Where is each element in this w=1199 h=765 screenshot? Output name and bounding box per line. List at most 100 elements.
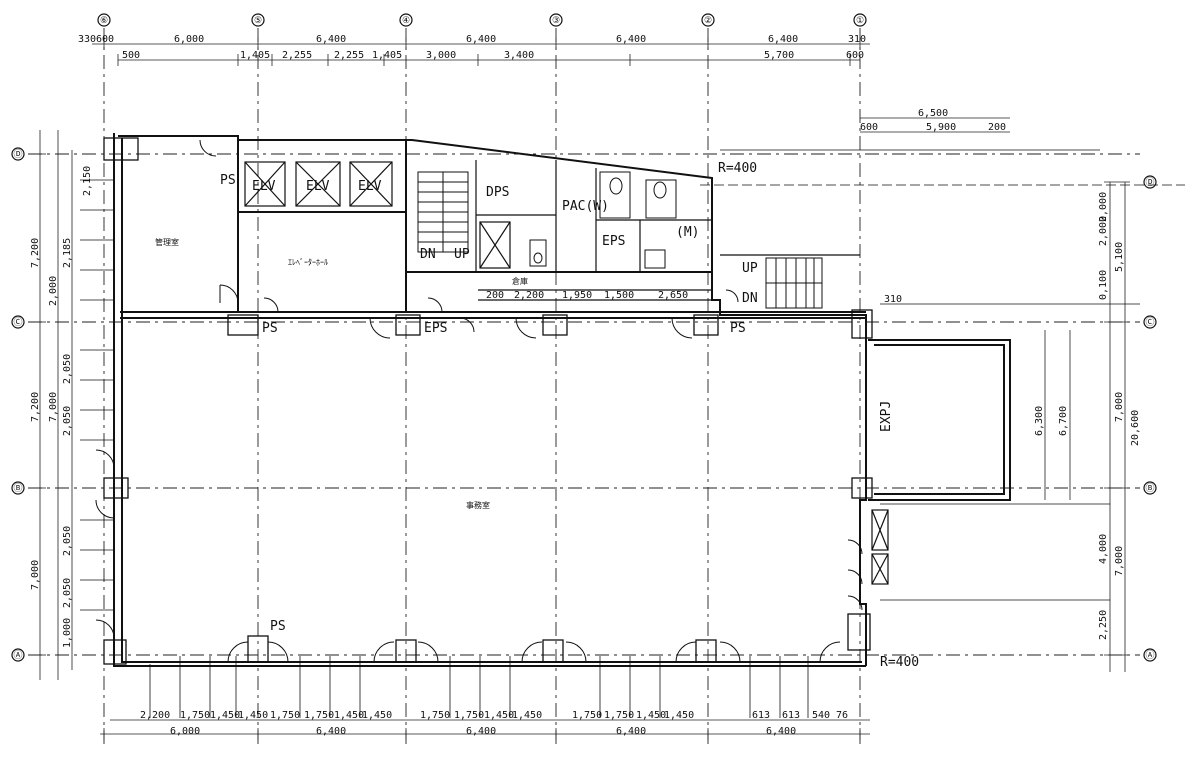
dim-top1-1: 600 <box>96 34 114 45</box>
radius-bottom-label: R=400 <box>880 655 919 670</box>
dim-b1-1: 1,750 <box>180 710 210 721</box>
dim-b1-18: 540 <box>812 710 830 721</box>
dim-top1-2: 6,000 <box>174 34 204 45</box>
elevator-1-label: ELV <box>252 179 276 194</box>
grid-bubble-left-C-label: Ⓒ <box>13 317 22 328</box>
dim-b1-6: 1,450 <box>334 710 364 721</box>
dimensions-right-top: 6,500 600 5,900 200 <box>860 108 1006 133</box>
dim-b1-13: 1,750 <box>604 710 634 721</box>
dim-rs-3: 0,100 <box>1098 270 1109 300</box>
dim-l-6: 2,050 <box>62 354 73 384</box>
grid-bubble-left-D <box>11 147 25 161</box>
ps-left-label: PS <box>262 321 278 336</box>
dim-l-1: 7,200 <box>30 392 41 422</box>
dim-b2-4: 6,400 <box>766 726 796 737</box>
grid-bubble-right-B <box>1143 481 1157 495</box>
eps-bottom-label: EPS <box>424 321 447 336</box>
dim-rs-8: 2,250 <box>1098 610 1109 640</box>
dim-top2-4: 1,405 <box>372 50 402 61</box>
dim-b1-8: 1,750 <box>420 710 450 721</box>
grid-bubble-1-label: ① <box>856 16 864 26</box>
dim-b2-2: 6,400 <box>466 726 496 737</box>
dim-b1-16: 613 <box>752 710 770 721</box>
elevator-hall-label: ｴﾚﾍﾞｰﾀｰﾎｰﾙ <box>288 258 328 267</box>
dimensions-top-row-1: 330 600 6,000 6,400 6,400 6,400 6,400 31… <box>78 34 866 45</box>
dim-l-9: 2,050 <box>62 526 73 556</box>
storage-label: 倉庫 <box>512 276 528 286</box>
grid-bubble-right-B-label: Ⓑ <box>1145 483 1154 494</box>
dim-top2-7: 5,700 <box>764 50 794 61</box>
toilet-fixtures <box>529 171 677 269</box>
stair2-up-label: UP <box>742 261 758 276</box>
dim-l-5: 7,000 <box>48 392 59 422</box>
door-swings <box>95 139 863 663</box>
dim-b1-2: 1,450 <box>210 710 240 721</box>
grid-bubble-3 <box>549 13 563 27</box>
dim-core-1: 2,200 <box>514 290 544 301</box>
dim-rs-6: 7,000 <box>1114 546 1125 576</box>
dim-b1-19: 76 <box>836 710 848 721</box>
dim-top2-1: 1,405 <box>240 50 270 61</box>
dim-top2-8: 600 <box>846 50 864 61</box>
grid-bubbles-top: ⑥ ⑤ ④ ③ ② ① <box>97 13 867 27</box>
dim-top1-0: 330 <box>78 34 96 45</box>
dim-rs-5: 7,000 <box>1114 392 1125 422</box>
core-partitions <box>475 149 1185 601</box>
dim-rs-4: 20,600 <box>1130 410 1141 446</box>
dumbwaiter-2 <box>871 553 889 585</box>
elevator-3-label: ELV <box>358 179 382 194</box>
dim-top1-6: 6,400 <box>768 34 798 45</box>
dim-top1-5: 6,400 <box>616 34 646 45</box>
stairs <box>417 171 823 309</box>
dimension-ticks <box>34 38 1130 740</box>
dim-l-0: 7,200 <box>30 238 41 268</box>
ps-bottom-label: PS <box>270 619 286 634</box>
dim-top2-0: 500 <box>122 50 140 61</box>
machine-room-label: 管理室 <box>155 237 179 247</box>
dim-b1-7: 1,450 <box>362 710 392 721</box>
grid-bubble-2 <box>701 13 715 27</box>
dim-l-8: 7,000 <box>30 560 41 590</box>
grid-bubble-4 <box>399 13 413 27</box>
dim-b1-15: 1,450 <box>664 710 694 721</box>
grid-bubble-left-C <box>11 315 25 329</box>
room-labels: ELV ELV ELV ｴﾚﾍﾞｰﾀｰﾎｰﾙ 管理室 PS DPS PAC(W)… <box>155 161 919 670</box>
grid-bubble-left-B-label: Ⓑ <box>13 483 22 494</box>
dim-b1-4: 1,750 <box>270 710 300 721</box>
dps-label: DPS <box>486 185 509 200</box>
dim-rt-1: 600 <box>860 122 878 133</box>
dimensions-left: 7,200 7,200 2,000 2,185 2,150 7,000 2,05… <box>30 166 93 648</box>
dim-b1-11: 1,450 <box>512 710 542 721</box>
grid-bubbles-left: Ⓓ Ⓒ Ⓑ Ⓐ <box>11 147 25 662</box>
dim-top2-2: 2,255 <box>282 50 312 61</box>
dim-b1-3: 1,450 <box>238 710 268 721</box>
dimensions-bottom-row-2: 6,000 6,400 6,400 6,400 6,400 <box>170 726 796 737</box>
dim-rs-7: 4,000 <box>1098 534 1109 564</box>
dim-rs-9: 6,300 <box>1034 406 1045 436</box>
grid-bubble-2-label: ② <box>704 16 712 26</box>
dimensions-bottom-row-1: 2,200 1,750 1,450 1,450 1,750 1,750 1,45… <box>140 710 848 721</box>
grid-bubbles-right: Ⓓ Ⓒ Ⓑ Ⓐ <box>1143 175 1157 662</box>
wc-label: (M) <box>676 225 699 240</box>
elevator-1 <box>244 161 286 207</box>
grid-bubble-6-label: ⑥ <box>100 16 108 26</box>
dim-b1-5: 1,750 <box>304 710 334 721</box>
grid-bubble-3-label: ③ <box>552 16 560 26</box>
dim-l-2: 2,000 <box>48 276 59 306</box>
grid-bubble-right-A <box>1143 648 1157 662</box>
dim-rt-0: 6,500 <box>918 108 948 119</box>
stair-up-label: UP <box>454 247 470 262</box>
dim-b1-12: 1,750 <box>572 710 602 721</box>
grid-bubble-right-A-label: Ⓐ <box>1145 650 1154 661</box>
dim-b1-17: 613 <box>782 710 800 721</box>
dim-l-3: 2,185 <box>62 238 73 268</box>
dim-top2-3: 2,255 <box>334 50 364 61</box>
grid-bubble-5-label: ⑤ <box>254 16 262 26</box>
dim-rs-1: 2,000 <box>1098 216 1109 246</box>
dim-b2-3: 6,400 <box>616 726 646 737</box>
dimension-lines <box>39 43 1126 735</box>
grid-bubble-right-C <box>1143 315 1157 329</box>
grid-bubble-5 <box>251 13 265 27</box>
left-windows <box>80 179 114 611</box>
